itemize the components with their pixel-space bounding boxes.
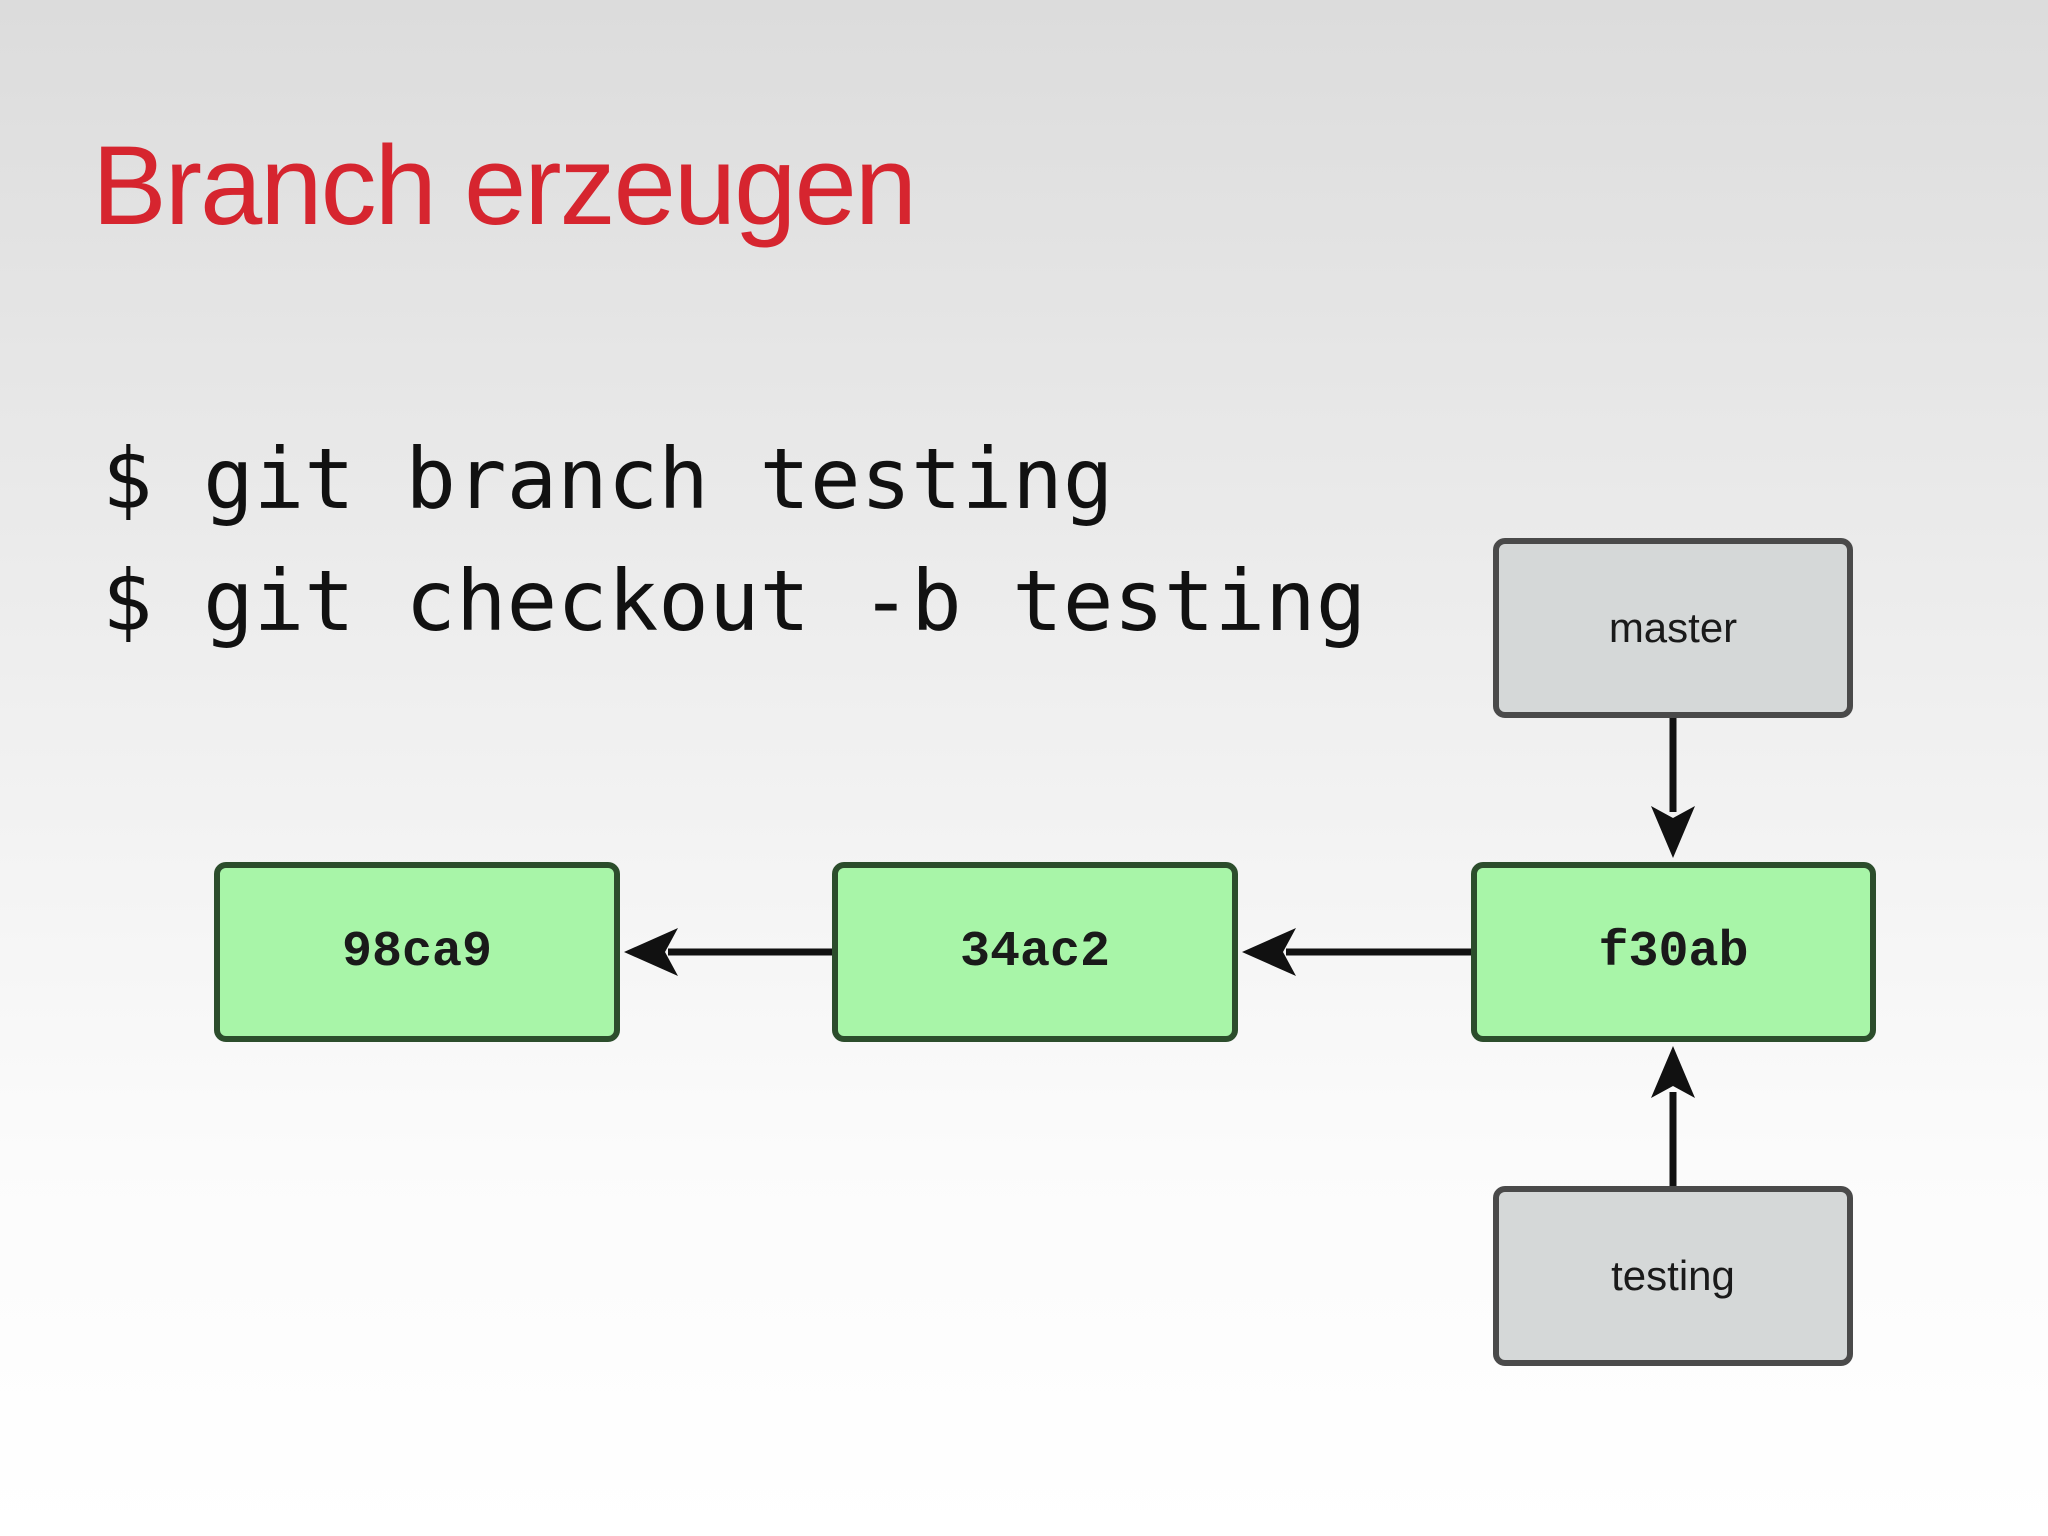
branch-name-label: testing <box>1611 1252 1735 1299</box>
commit-node-34ac2: 34ac2 <box>832 862 1238 1042</box>
slide-title: Branch erzeugen <box>92 123 917 248</box>
branch-name-label: master <box>1608 604 1738 651</box>
arrow-34ac2-to-98ca9 <box>624 928 832 976</box>
arrow-master-to-f30ab <box>1651 718 1695 858</box>
command-line-git-branch: $ git branch testing <box>102 430 1114 528</box>
branch-node-master: master <box>1493 538 1853 718</box>
commit-hash-label: f30ab <box>1598 923 1749 981</box>
commit-node-98ca9: 98ca9 <box>214 862 620 1042</box>
command-line-git-checkout: $ git checkout -b testing <box>102 552 1367 650</box>
commit-hash-label: 34ac2 <box>959 923 1111 981</box>
commit-node-f30ab: f30ab <box>1471 862 1876 1042</box>
commit-hash-label: 98ca9 <box>341 923 493 981</box>
branch-node-testing: testing <box>1493 1186 1853 1366</box>
command-block: $ git branch testing $ git checkout -b t… <box>102 418 1366 662</box>
arrow-f30ab-to-34ac2 <box>1242 928 1471 976</box>
arrow-testing-to-f30ab <box>1651 1046 1695 1186</box>
